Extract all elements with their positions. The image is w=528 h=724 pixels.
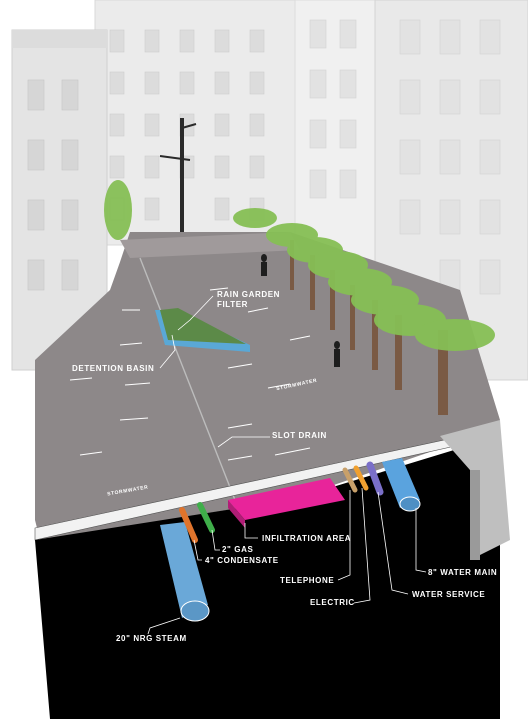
label-slot-drain: SLOT DRAIN bbox=[272, 431, 327, 440]
underground-section bbox=[35, 420, 510, 719]
label-rain-garden-2: FILTER bbox=[217, 300, 249, 309]
leader-lines bbox=[147, 295, 427, 635]
label-gas: 2" GAS bbox=[222, 545, 254, 554]
label-telephone: TELEPHONE bbox=[280, 576, 335, 585]
label-water-service: WATER SERVICE bbox=[412, 590, 486, 599]
label-water-main: 8" WATER MAIN bbox=[428, 568, 498, 577]
stormwater-arrows bbox=[69, 287, 311, 461]
label-rain-garden-1: RAIN GARDEN bbox=[217, 290, 281, 299]
street-trees bbox=[104, 180, 495, 415]
pedestrians bbox=[261, 254, 340, 367]
label-steam: 20" NRG STEAM bbox=[116, 634, 187, 643]
label-infiltration-area: INFILTRATION AREA bbox=[262, 534, 352, 543]
label-condensate: 4" CONDENSATE bbox=[205, 556, 279, 565]
street-lamp bbox=[159, 118, 197, 308]
infiltration-area bbox=[228, 478, 345, 528]
label-detention-basin: DETENTION BASIN bbox=[72, 364, 155, 373]
rain-garden-filter bbox=[155, 308, 250, 352]
label-electric: ELECTRIC bbox=[310, 598, 355, 607]
utility-pipes bbox=[160, 458, 421, 622]
